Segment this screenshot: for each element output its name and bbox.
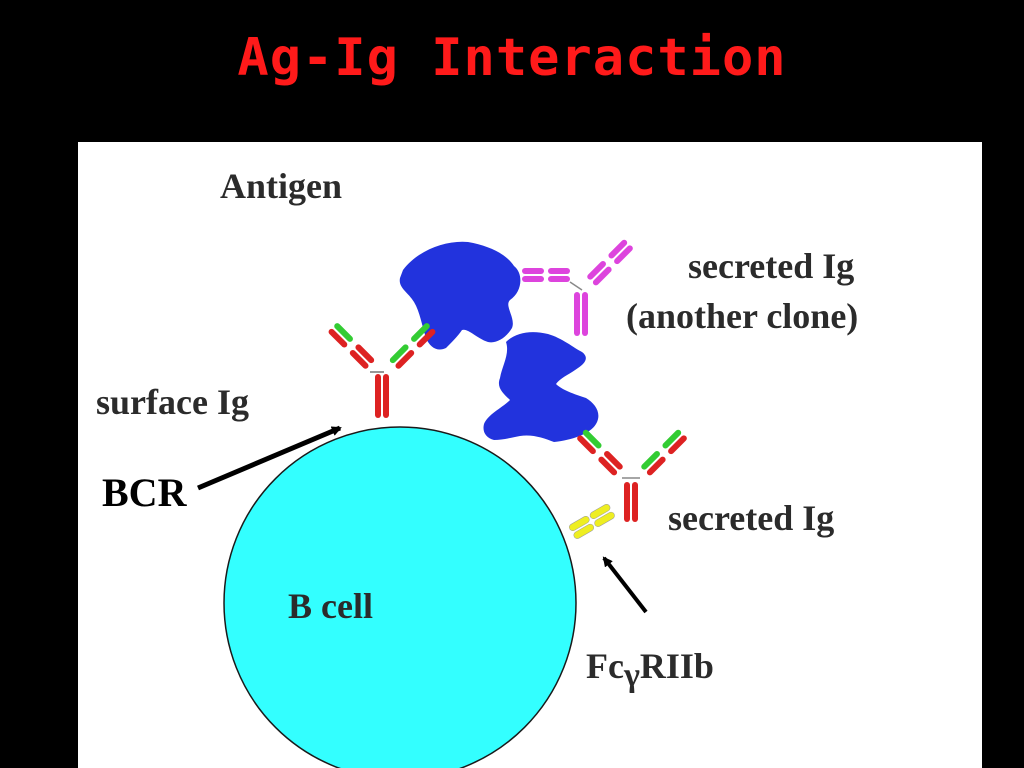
secreted-ig-other-clone: [522, 239, 633, 336]
label-surface-ig: surface Ig: [96, 382, 249, 422]
surface-ig-antibody: [328, 323, 436, 418]
label-secreted-ig: secreted Ig: [668, 498, 834, 538]
antigen-blob-upper: [399, 241, 521, 350]
fc-receptor: [569, 504, 615, 539]
label-fc-receptor: FcγRIIb: [586, 646, 714, 694]
label-b-cell: B cell: [288, 586, 373, 626]
label-fc-gamma: γ: [623, 657, 640, 694]
label-bcr: BCR: [102, 470, 188, 515]
b-cell-circle: [223, 426, 577, 768]
secreted-ig-antibody: [577, 429, 687, 522]
label-antigen: Antigen: [220, 166, 342, 206]
diagram-panel: Antigen secreted Ig (another clone) surf…: [78, 142, 982, 768]
fc-receptor-arrow: [602, 556, 648, 614]
ag-ig-diagram: Antigen secreted Ig (another clone) surf…: [96, 166, 858, 768]
label-fc-suffix: RIIb: [640, 646, 714, 686]
label-secreted-ig-other-line1: secreted Ig: [688, 246, 854, 286]
bcr-arrow: [197, 425, 342, 491]
label-fc-prefix: Fc: [586, 646, 624, 686]
antigen-blob-lower: [483, 332, 599, 442]
slide-title: Ag-Ig Interaction: [237, 28, 787, 88]
label-secreted-ig-other-line2: (another clone): [626, 296, 858, 336]
